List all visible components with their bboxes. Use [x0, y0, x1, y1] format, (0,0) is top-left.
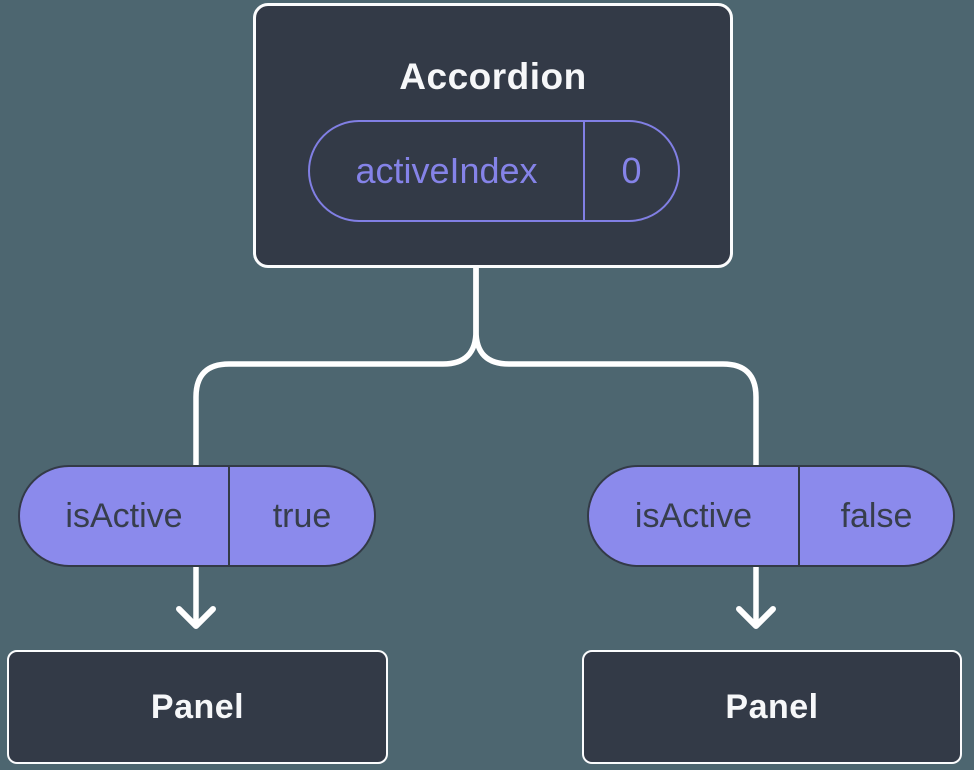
prop-value-label: true — [228, 467, 374, 565]
panel-node-label: Panel — [725, 687, 819, 726]
accordion-node-title: Accordion — [399, 56, 587, 97]
prop-name-label: isActive — [634, 496, 753, 535]
right-arrowhead-down-icon — [736, 606, 776, 629]
panel-node-left: Panel — [7, 650, 388, 764]
accordion-node: Accordion activeIndex 0 — [253, 3, 733, 268]
active-index-prop-pill: activeIndex 0 — [308, 120, 680, 222]
panel-node-label: Panel — [150, 687, 245, 726]
left-arrowhead-down-icon — [176, 606, 216, 629]
connector-right-branch — [473, 265, 759, 469]
connector-left-branch — [193, 265, 479, 469]
prop-value-label: 0 — [583, 122, 678, 220]
prop-name-label: activeIndex — [355, 150, 538, 191]
prop-value-label: false — [798, 467, 953, 565]
is-active-prop-pill-left: isActive true — [18, 465, 376, 567]
panel-node-right: Panel — [582, 650, 962, 764]
prop-name-label: isActive — [65, 496, 183, 535]
is-active-prop-pill-right: isActive false — [587, 465, 955, 567]
